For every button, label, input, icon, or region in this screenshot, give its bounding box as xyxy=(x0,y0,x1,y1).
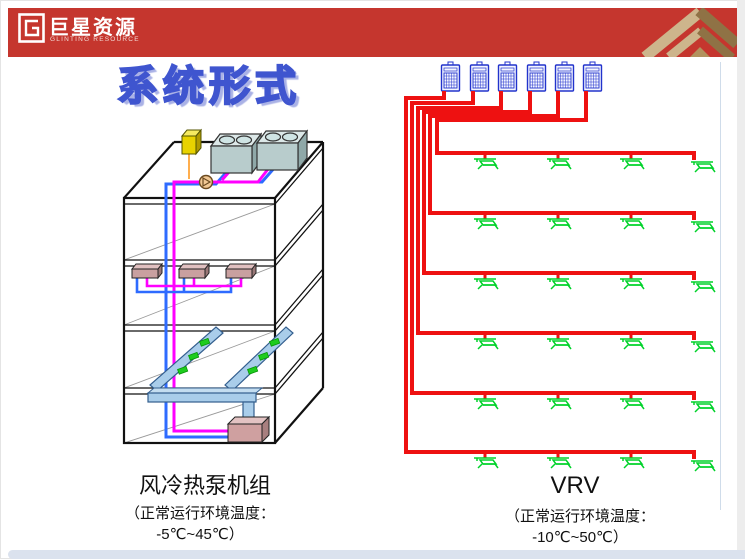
vrv-note-line2: -10℃~50℃） xyxy=(532,529,628,546)
indoor-unit-row xyxy=(473,278,716,293)
brand-name: 巨星资源 xyxy=(49,17,137,39)
rooftop-heat-pump-units xyxy=(209,129,309,175)
content-frame-line xyxy=(720,62,721,510)
air-handling-unit xyxy=(146,387,271,444)
pump-icon xyxy=(198,174,214,190)
logo-mark-icon xyxy=(18,13,45,43)
indoor-unit-row xyxy=(473,158,716,173)
brand-subtitle: GLINTING RESOURCE xyxy=(50,36,140,43)
vrv-system-diagram xyxy=(404,61,716,472)
electrical-box xyxy=(180,128,203,179)
vrv-note-line1: （正常运行环境温度： xyxy=(504,508,655,525)
indoor-unit-row xyxy=(473,338,716,353)
heat-pump-note-line1: （正常运行环境温度： xyxy=(124,505,275,522)
fan-coil-units xyxy=(130,262,258,294)
heat-pump-note: （正常运行环境温度： -5℃~45℃） xyxy=(90,503,310,545)
chevron-decoration-icon xyxy=(641,8,737,57)
indoor-unit-row xyxy=(473,218,716,233)
heat-pump-building-diagram xyxy=(122,128,325,445)
header-banner: 巨星资源 GLINTING RESOURCE xyxy=(8,8,737,57)
heat-pump-label: 风冷热泵机组 xyxy=(138,473,271,498)
indoor-unit-row xyxy=(473,398,716,413)
indoor-unit-row xyxy=(473,457,716,472)
outdoor-units-row xyxy=(440,61,603,92)
bottom-frame-strip xyxy=(8,550,745,559)
vrv-label: VRV xyxy=(550,472,600,499)
indoor-units xyxy=(473,158,716,472)
refrigerant-pipes xyxy=(404,91,696,459)
slide-title: 系统形式 xyxy=(116,62,301,110)
supply-ducts xyxy=(149,326,294,392)
heat-pump-note-line2: -5℃~45℃） xyxy=(156,526,244,543)
vrv-note: （正常运行环境温度： -10℃~50℃） xyxy=(470,506,690,548)
right-frame-strip xyxy=(737,0,745,559)
